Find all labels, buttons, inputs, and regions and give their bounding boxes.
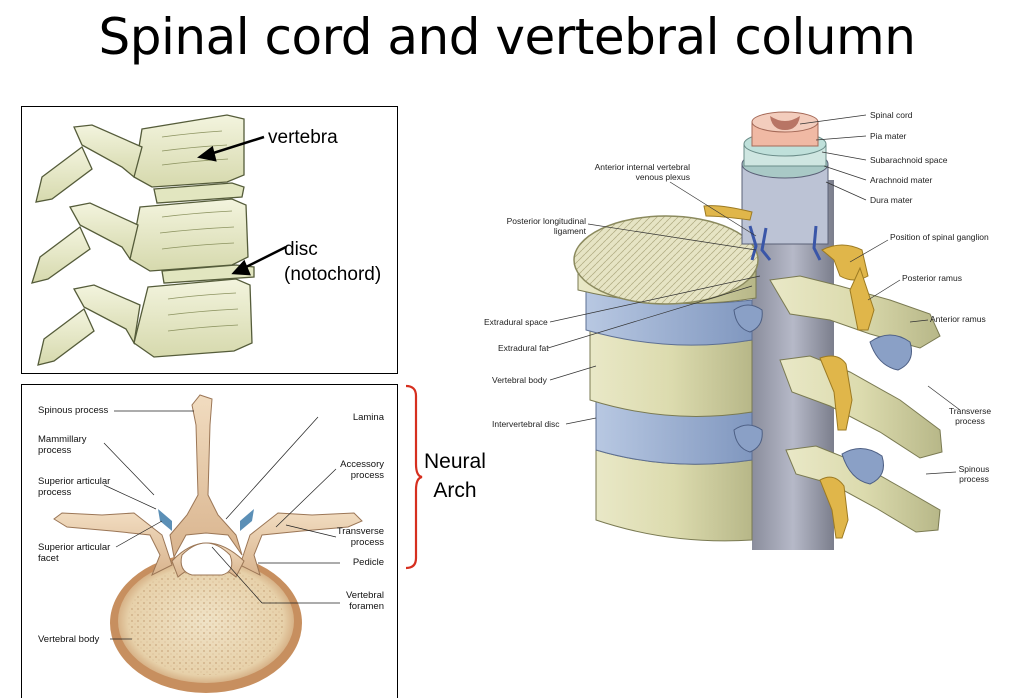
vertebral-column-side-view-panel: vertebra disc (notochord) xyxy=(21,106,398,374)
anterior-internal-vertebral-label-2: venous plexus xyxy=(635,172,690,182)
lumbar-vertebra-illustration xyxy=(53,394,363,693)
superior-articular-facet-label-2: facet xyxy=(38,553,59,564)
transverse-process-label-right-1: Transverse xyxy=(948,406,992,416)
anterior-internal-vertebral-label-1: Anterior internal vertebral xyxy=(594,162,690,172)
neural-arch-line-2: Arch xyxy=(433,479,477,502)
spinal-ganglion-label: Position of spinal ganglion xyxy=(890,232,989,242)
neural-arch-bracket xyxy=(405,384,423,570)
transverse-process-label-1: Transverse xyxy=(336,526,384,537)
mammillary-label-2: process xyxy=(38,445,72,456)
anterior-ramus-label: Anterior ramus xyxy=(930,314,986,324)
vertebral-body-label-right: Vertebral body xyxy=(492,375,547,385)
spinous-process-label-right-2: process xyxy=(959,474,989,484)
superior-articular-process-label-2: process xyxy=(38,487,72,498)
neural-arch-line-1: Neural xyxy=(424,450,486,473)
slide-title: Spinal cord and vertebral column xyxy=(98,8,916,66)
vertebral-foramen-label-1: Vertebral xyxy=(345,590,384,601)
subarachnoid-space-label: Subarachnoid space xyxy=(870,155,948,165)
vertebral-body-label: Vertebral body xyxy=(38,634,100,645)
extradural-fat-label: Extradural fat xyxy=(498,343,549,353)
vertebra-superior-view-panel: Spinous process Mammillary process Super… xyxy=(21,384,398,698)
pedicle-label: Pedicle xyxy=(352,557,384,568)
pia-mater-label: Pia mater xyxy=(870,131,907,141)
spinous-process-label: Spinous process xyxy=(38,405,109,416)
spinal-cord-meninges-illustration: Spinal cord Pia mater Subarachnoid space… xyxy=(470,100,1014,560)
spinal-cord-label: Spinal cord xyxy=(870,110,913,120)
lamina-label: Lamina xyxy=(352,412,384,423)
accessory-process-label-2: process xyxy=(350,470,384,481)
arachnoid-mater-label: Arachnoid mater xyxy=(870,175,933,185)
vertebra-label: vertebra xyxy=(268,127,338,148)
disc-label: disc xyxy=(284,239,318,260)
posterior-longitudinal-label-2: ligament xyxy=(553,226,586,236)
posterior-longitudinal-label-1: Posterior longitudinal xyxy=(506,216,586,226)
dura-mater-label: Dura mater xyxy=(870,195,913,205)
mammillary-label-1: Mammillary xyxy=(38,434,87,445)
intervertebral-disc-label: Intervertebral disc xyxy=(492,419,560,429)
transverse-process-label-right-2: process xyxy=(955,416,985,426)
vertebral-foramen-label-2: foramen xyxy=(349,601,384,612)
notochord-label: (notochord) xyxy=(284,264,382,285)
neural-arch-label: Neural Arch xyxy=(424,447,486,505)
lateral-vertebrae-illustration xyxy=(31,114,287,366)
superior-articular-facet-label-1: Superior articular xyxy=(38,542,111,553)
spinous-process-label-right-1: Spinous xyxy=(958,464,990,474)
transverse-process-label-2: process xyxy=(350,537,384,548)
extradural-space-label: Extradural space xyxy=(484,317,548,327)
accessory-process-label-1: Accessory xyxy=(340,459,384,470)
spinal-column-3d-figure xyxy=(547,111,961,550)
posterior-ramus-label: Posterior ramus xyxy=(902,273,962,283)
superior-articular-process-label-1: Superior articular xyxy=(38,476,111,487)
